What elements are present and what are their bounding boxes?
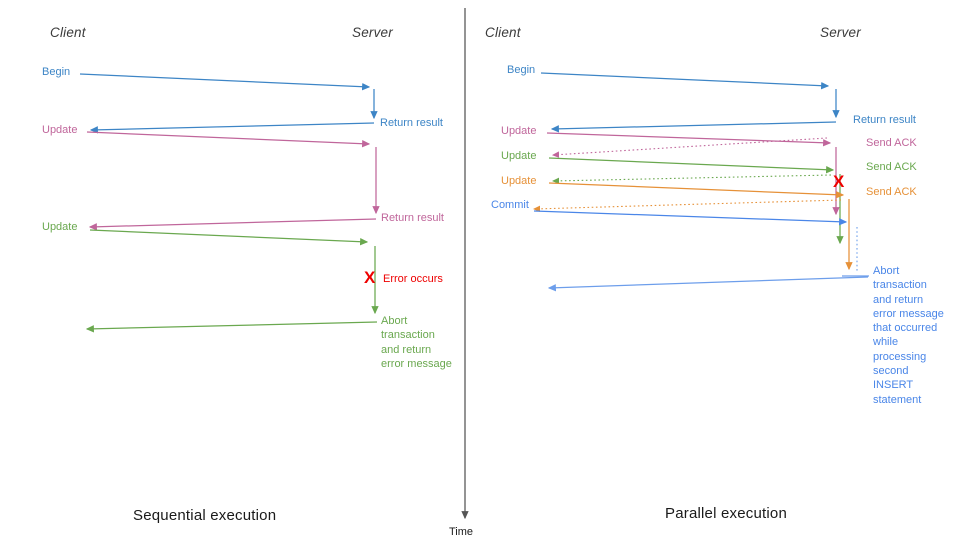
seq-error-x-icon: X bbox=[364, 268, 376, 287]
seq-begin-label: Begin bbox=[42, 66, 71, 78]
seq-caption: Sequential execution bbox=[133, 507, 277, 524]
par-update-2-label: Update bbox=[501, 150, 537, 162]
time-axis-label: Time bbox=[449, 526, 474, 538]
par-send-ack-3-label: Send ACK bbox=[866, 186, 917, 198]
seq-return-result-1-label: Return result bbox=[380, 117, 443, 129]
par-return-result-label: Return result bbox=[853, 114, 916, 126]
seq-server-header: Server bbox=[352, 25, 393, 40]
seq-client-header: Client bbox=[50, 25, 86, 40]
par-abort-note: Abort transaction and return error messa… bbox=[873, 265, 944, 406]
seq-update-1-request-arrow bbox=[86, 131, 371, 148]
seq-abort-note: Abort transaction and return error messa… bbox=[381, 315, 452, 370]
par-begin-request-arrow bbox=[540, 72, 830, 90]
par-update-1-label: Update bbox=[501, 125, 537, 137]
par-send-ack-2-label: Send ACK bbox=[866, 161, 917, 173]
par-update-3-request-arrow bbox=[548, 182, 845, 199]
seq-abort-return-arrow bbox=[85, 321, 378, 333]
seq-begin-request-arrow bbox=[79, 73, 371, 91]
par-abort-return-arrow bbox=[547, 276, 869, 292]
seq-error-occurs-label: Error occurs bbox=[383, 273, 443, 285]
seq-return-result-2-label: Return result bbox=[381, 212, 444, 224]
seq-return-result-2-arrow bbox=[88, 218, 377, 231]
par-update-3-label: Update bbox=[501, 175, 537, 187]
par-return-result-arrow bbox=[550, 121, 837, 133]
par-begin-label: Begin bbox=[507, 64, 536, 76]
par-send-ack-3-dashed-arrow bbox=[532, 199, 842, 213]
par-send-ack-1-label: Send ACK bbox=[866, 137, 917, 149]
par-send-ack-1-dashed-arrow bbox=[551, 137, 828, 158]
seq-update-2-request-arrow bbox=[89, 229, 369, 246]
par-send-ack-2-dashed-arrow bbox=[551, 174, 832, 185]
seq-update-1-label: Update bbox=[42, 124, 78, 136]
par-update-2-request-arrow bbox=[548, 157, 835, 174]
seq-return-result-1-arrow bbox=[89, 122, 375, 134]
par-update-1-request-arrow bbox=[546, 132, 832, 147]
par-error-x-icon: X bbox=[833, 172, 845, 191]
par-commit-request-arrow bbox=[533, 210, 848, 226]
par-client-header: Client bbox=[485, 25, 521, 40]
par-caption: Parallel execution bbox=[665, 505, 788, 522]
par-commit-label: Commit bbox=[491, 199, 529, 211]
par-server-header: Server bbox=[820, 25, 861, 40]
seq-update-2-label: Update bbox=[42, 221, 78, 233]
